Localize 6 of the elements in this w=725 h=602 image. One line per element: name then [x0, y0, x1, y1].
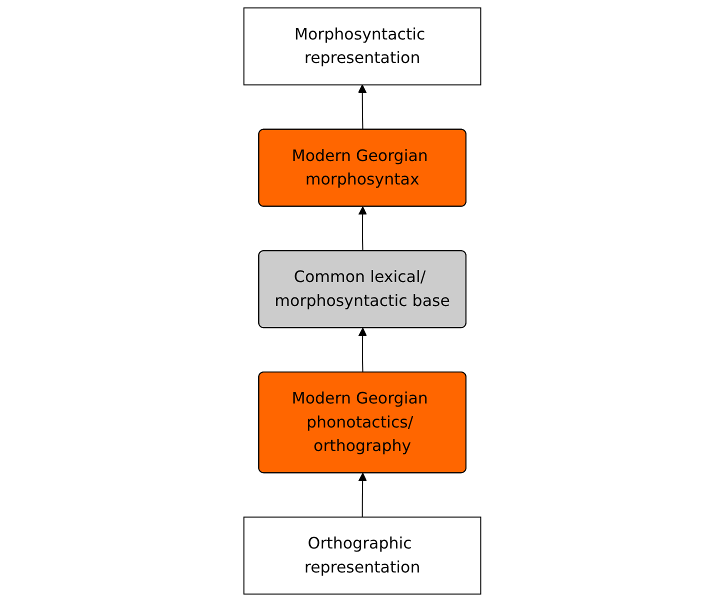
node-box: Orthographic representation: [244, 516, 482, 595]
arrow: [358, 472, 368, 518]
arrow: [358, 328, 368, 374]
arrow: [358, 206, 368, 252]
node-box: Morphosyntactic representation: [244, 7, 482, 86]
arrow: [358, 84, 367, 130]
